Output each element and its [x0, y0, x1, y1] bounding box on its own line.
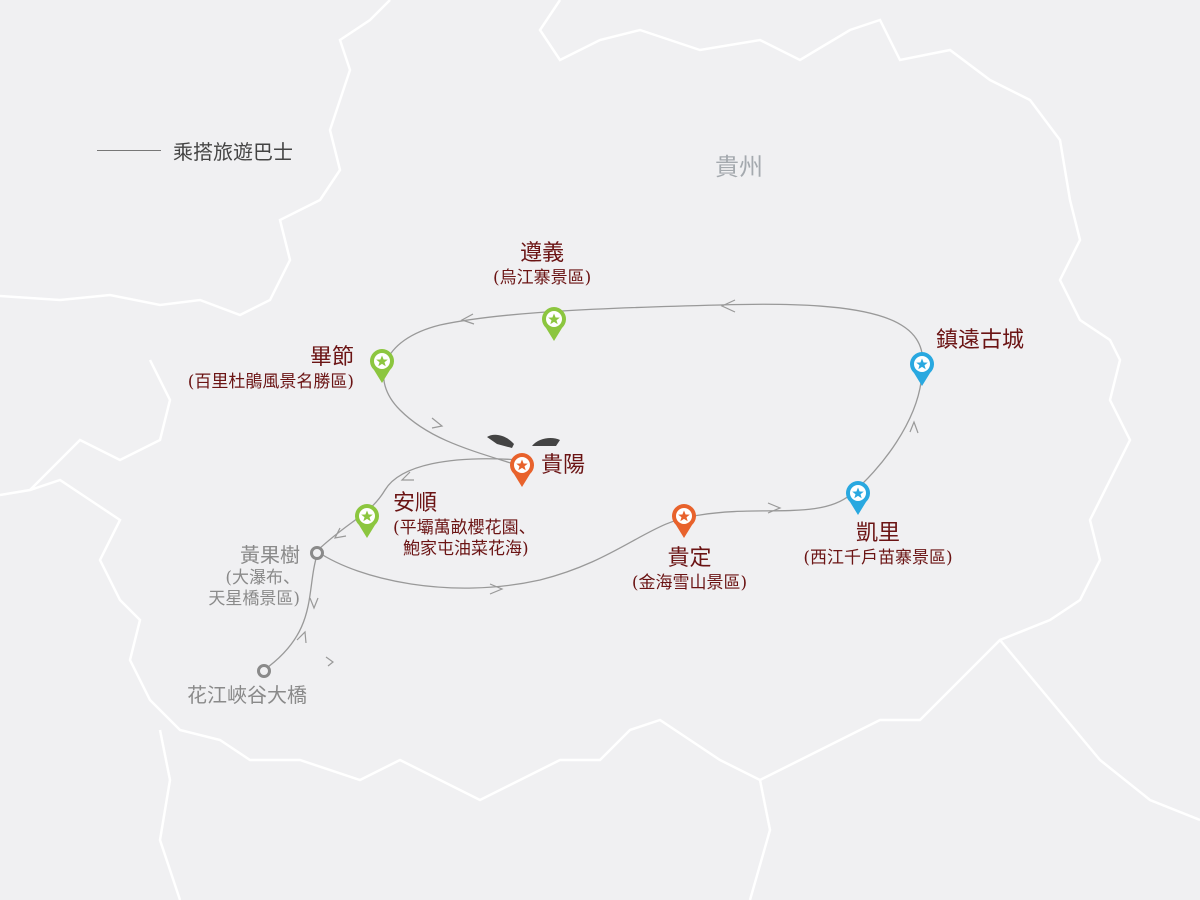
place-name: 鎮遠古城	[936, 328, 1025, 353]
place-guiyang: 貴陽	[541, 452, 585, 480]
place-sub: (平壩萬畝櫻花園、	[393, 517, 536, 538]
route-arrows	[296, 299, 919, 667]
place-sub: (西江千戶苗寨景區)	[803, 547, 953, 568]
place-name: 凱里	[855, 521, 900, 546]
place-anshun: 安順 (平壩萬畝櫻花園、 鮑家屯油菜花海)	[393, 490, 536, 560]
circle-markers	[257, 546, 324, 678]
province-label: 貴州	[715, 153, 763, 181]
map-pin-kaili-icon[interactable]	[845, 480, 871, 516]
place-name: 畢節	[309, 345, 354, 370]
place-sub: (金海雪山景區)	[631, 572, 748, 593]
guizhou-border	[0, 0, 1132, 802]
place-huangguoshu: 黃果樹 (大瀑布、 天星橋景區)	[200, 543, 300, 611]
map-pin-zunyi-icon[interactable]	[541, 306, 567, 342]
tour-bus-routes	[263, 303, 924, 671]
map-pin-guiyang-icon[interactable]	[509, 452, 535, 488]
place-name: 花江峽谷大橋	[187, 683, 307, 707]
map-pin-bijie-icon[interactable]	[369, 348, 395, 384]
place-sub: 天星橋景區)	[208, 589, 300, 610]
place-name: 貴定	[667, 546, 712, 571]
place-sub: (百里杜鵑風景名勝區)	[187, 371, 354, 392]
legend: 乘搭旅遊巴士	[97, 136, 293, 165]
huangguoshu-marker	[310, 546, 324, 560]
place-sub: (烏江寨景區)	[493, 267, 592, 288]
place-name: 安順	[393, 491, 438, 516]
neighbor-border	[29, 359, 1200, 900]
place-name: 貴陽	[541, 453, 586, 478]
map-pin-anshun-icon[interactable]	[354, 503, 380, 539]
place-name: 黃果樹	[240, 543, 300, 567]
place-kaili: 凱里 (西江千戶苗寨景區)	[785, 520, 971, 569]
place-zhenyuan: 鎮遠古城	[936, 327, 1024, 355]
place-zunyi: 遵義 (烏江寨景區)	[493, 240, 591, 289]
map-pin-zhenyuan-icon[interactable]	[909, 351, 935, 387]
place-sub: 鮑家屯油菜花海)	[403, 538, 529, 559]
legend-label: 乘搭旅遊巴士	[173, 140, 293, 164]
bus-route-line-icon	[97, 150, 161, 151]
place-bijie: 畢節 (百里杜鵑風景名勝區)	[146, 344, 354, 393]
map-pin-guiding-icon[interactable]	[671, 503, 697, 539]
place-huajiang: 花江峽谷大橋	[187, 683, 307, 708]
place-sub: (大瀑布、	[225, 568, 300, 588]
huajiang-marker	[257, 664, 271, 678]
place-name: 遵義	[520, 241, 565, 266]
place-guiding: 貴定 (金海雪山景區)	[617, 545, 762, 594]
train-icon	[487, 434, 560, 448]
